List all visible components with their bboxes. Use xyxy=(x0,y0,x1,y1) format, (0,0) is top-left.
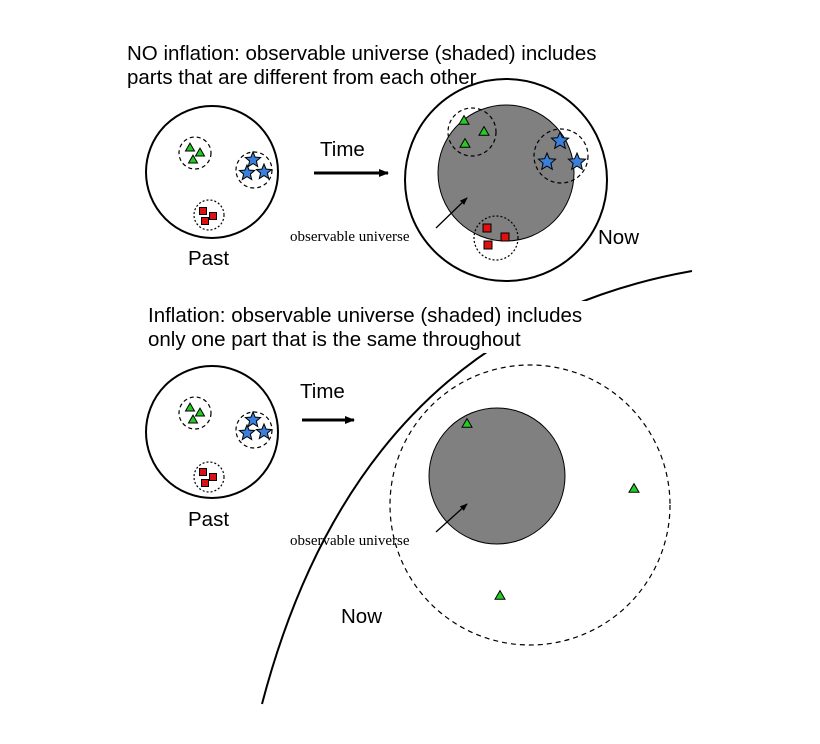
red-square-icon xyxy=(500,232,510,242)
green-triangle-icon xyxy=(184,402,196,412)
top-now-triangles xyxy=(458,114,490,148)
green-triangle-icon xyxy=(184,142,196,152)
green-triangle-icon xyxy=(459,137,471,148)
top-now-triangle-region xyxy=(447,107,497,157)
bottom-past-universe xyxy=(145,365,279,499)
top-now-stars xyxy=(537,130,587,171)
bottom-now-universe xyxy=(389,364,671,646)
bottom-caption-line2: only one part that is the same throughou… xyxy=(148,328,521,351)
green-triangle-icon xyxy=(461,417,473,428)
top-panel: NO inflation: observable universe (shade… xyxy=(127,42,639,282)
green-triangle-icon xyxy=(478,125,490,136)
top-past-universe xyxy=(145,105,279,239)
top-time-label: Time xyxy=(320,138,365,161)
top-past-square-region xyxy=(193,199,225,231)
bottom-past-square-region xyxy=(193,461,225,493)
green-triangle-icon xyxy=(194,407,206,417)
green-triangle-icon xyxy=(458,114,470,125)
blue-star-icon xyxy=(244,150,262,168)
blue-star-icon xyxy=(550,130,570,150)
red-square-icon xyxy=(209,212,217,220)
blue-star-icon xyxy=(255,162,273,180)
red-square-icon xyxy=(201,217,209,225)
bottom-now-label: Now xyxy=(341,605,382,628)
top-now-square-region xyxy=(473,215,519,261)
green-triangle-icon xyxy=(194,147,206,157)
bottom-causal-region-dashed xyxy=(389,364,671,646)
bottom-past-stars xyxy=(238,410,273,441)
top-past-squares xyxy=(199,207,217,225)
bottom-past-triangles xyxy=(184,402,206,424)
bottom-past-triangle-region xyxy=(178,396,212,430)
top-past-stars xyxy=(238,150,273,181)
red-square-icon xyxy=(482,223,492,233)
bottom-time-label: Time xyxy=(300,380,345,403)
bottom-now-universe-arc xyxy=(261,270,693,705)
bottom-past-circle xyxy=(145,365,279,499)
bottom-past-label: Past xyxy=(188,508,229,531)
bottom-past-star-region xyxy=(235,411,273,449)
top-past-label: Past xyxy=(188,247,229,270)
top-past-triangles xyxy=(184,142,206,164)
top-observable-label: observable universe xyxy=(290,229,410,245)
blue-star-icon xyxy=(238,423,256,441)
top-observable-pointer-arrow xyxy=(435,197,468,229)
bottom-caption-line1: Inflation: observable universe (shaded) … xyxy=(148,304,582,327)
top-now-universe xyxy=(404,78,608,282)
blue-star-icon xyxy=(244,410,262,428)
bottom-observable-universe xyxy=(428,407,566,545)
blue-star-icon xyxy=(567,151,587,171)
green-triangle-icon xyxy=(187,414,199,424)
bottom-caption-background xyxy=(146,301,658,353)
red-square-icon xyxy=(199,468,207,476)
bottom-past-squares xyxy=(199,468,217,487)
top-now-star-region xyxy=(533,128,589,184)
blue-star-icon xyxy=(537,151,557,171)
red-square-icon xyxy=(199,207,207,215)
top-past-triangle-region xyxy=(178,136,212,170)
red-square-icon xyxy=(209,473,217,481)
top-caption-line1: NO inflation: observable universe (shade… xyxy=(127,42,596,65)
bottom-observable-label: observable universe xyxy=(290,533,410,549)
bottom-panel: Inflation: observable universe (shaded) … xyxy=(145,270,693,705)
bottom-now-triangles xyxy=(461,417,640,600)
red-square-icon xyxy=(201,479,209,487)
top-now-squares xyxy=(482,223,510,250)
blue-star-icon xyxy=(238,163,256,181)
top-caption-line2: parts that are different from each other xyxy=(127,66,477,89)
blue-star-icon xyxy=(255,422,273,440)
green-triangle-icon xyxy=(628,482,640,493)
top-observable-universe xyxy=(437,104,575,242)
top-now-label: Now xyxy=(598,226,639,249)
top-past-star-region xyxy=(235,151,273,189)
top-past-circle xyxy=(145,105,279,239)
green-triangle-icon xyxy=(494,589,506,600)
green-triangle-icon xyxy=(187,154,199,164)
bottom-observable-pointer-arrow xyxy=(435,503,468,533)
red-square-icon xyxy=(483,240,493,250)
